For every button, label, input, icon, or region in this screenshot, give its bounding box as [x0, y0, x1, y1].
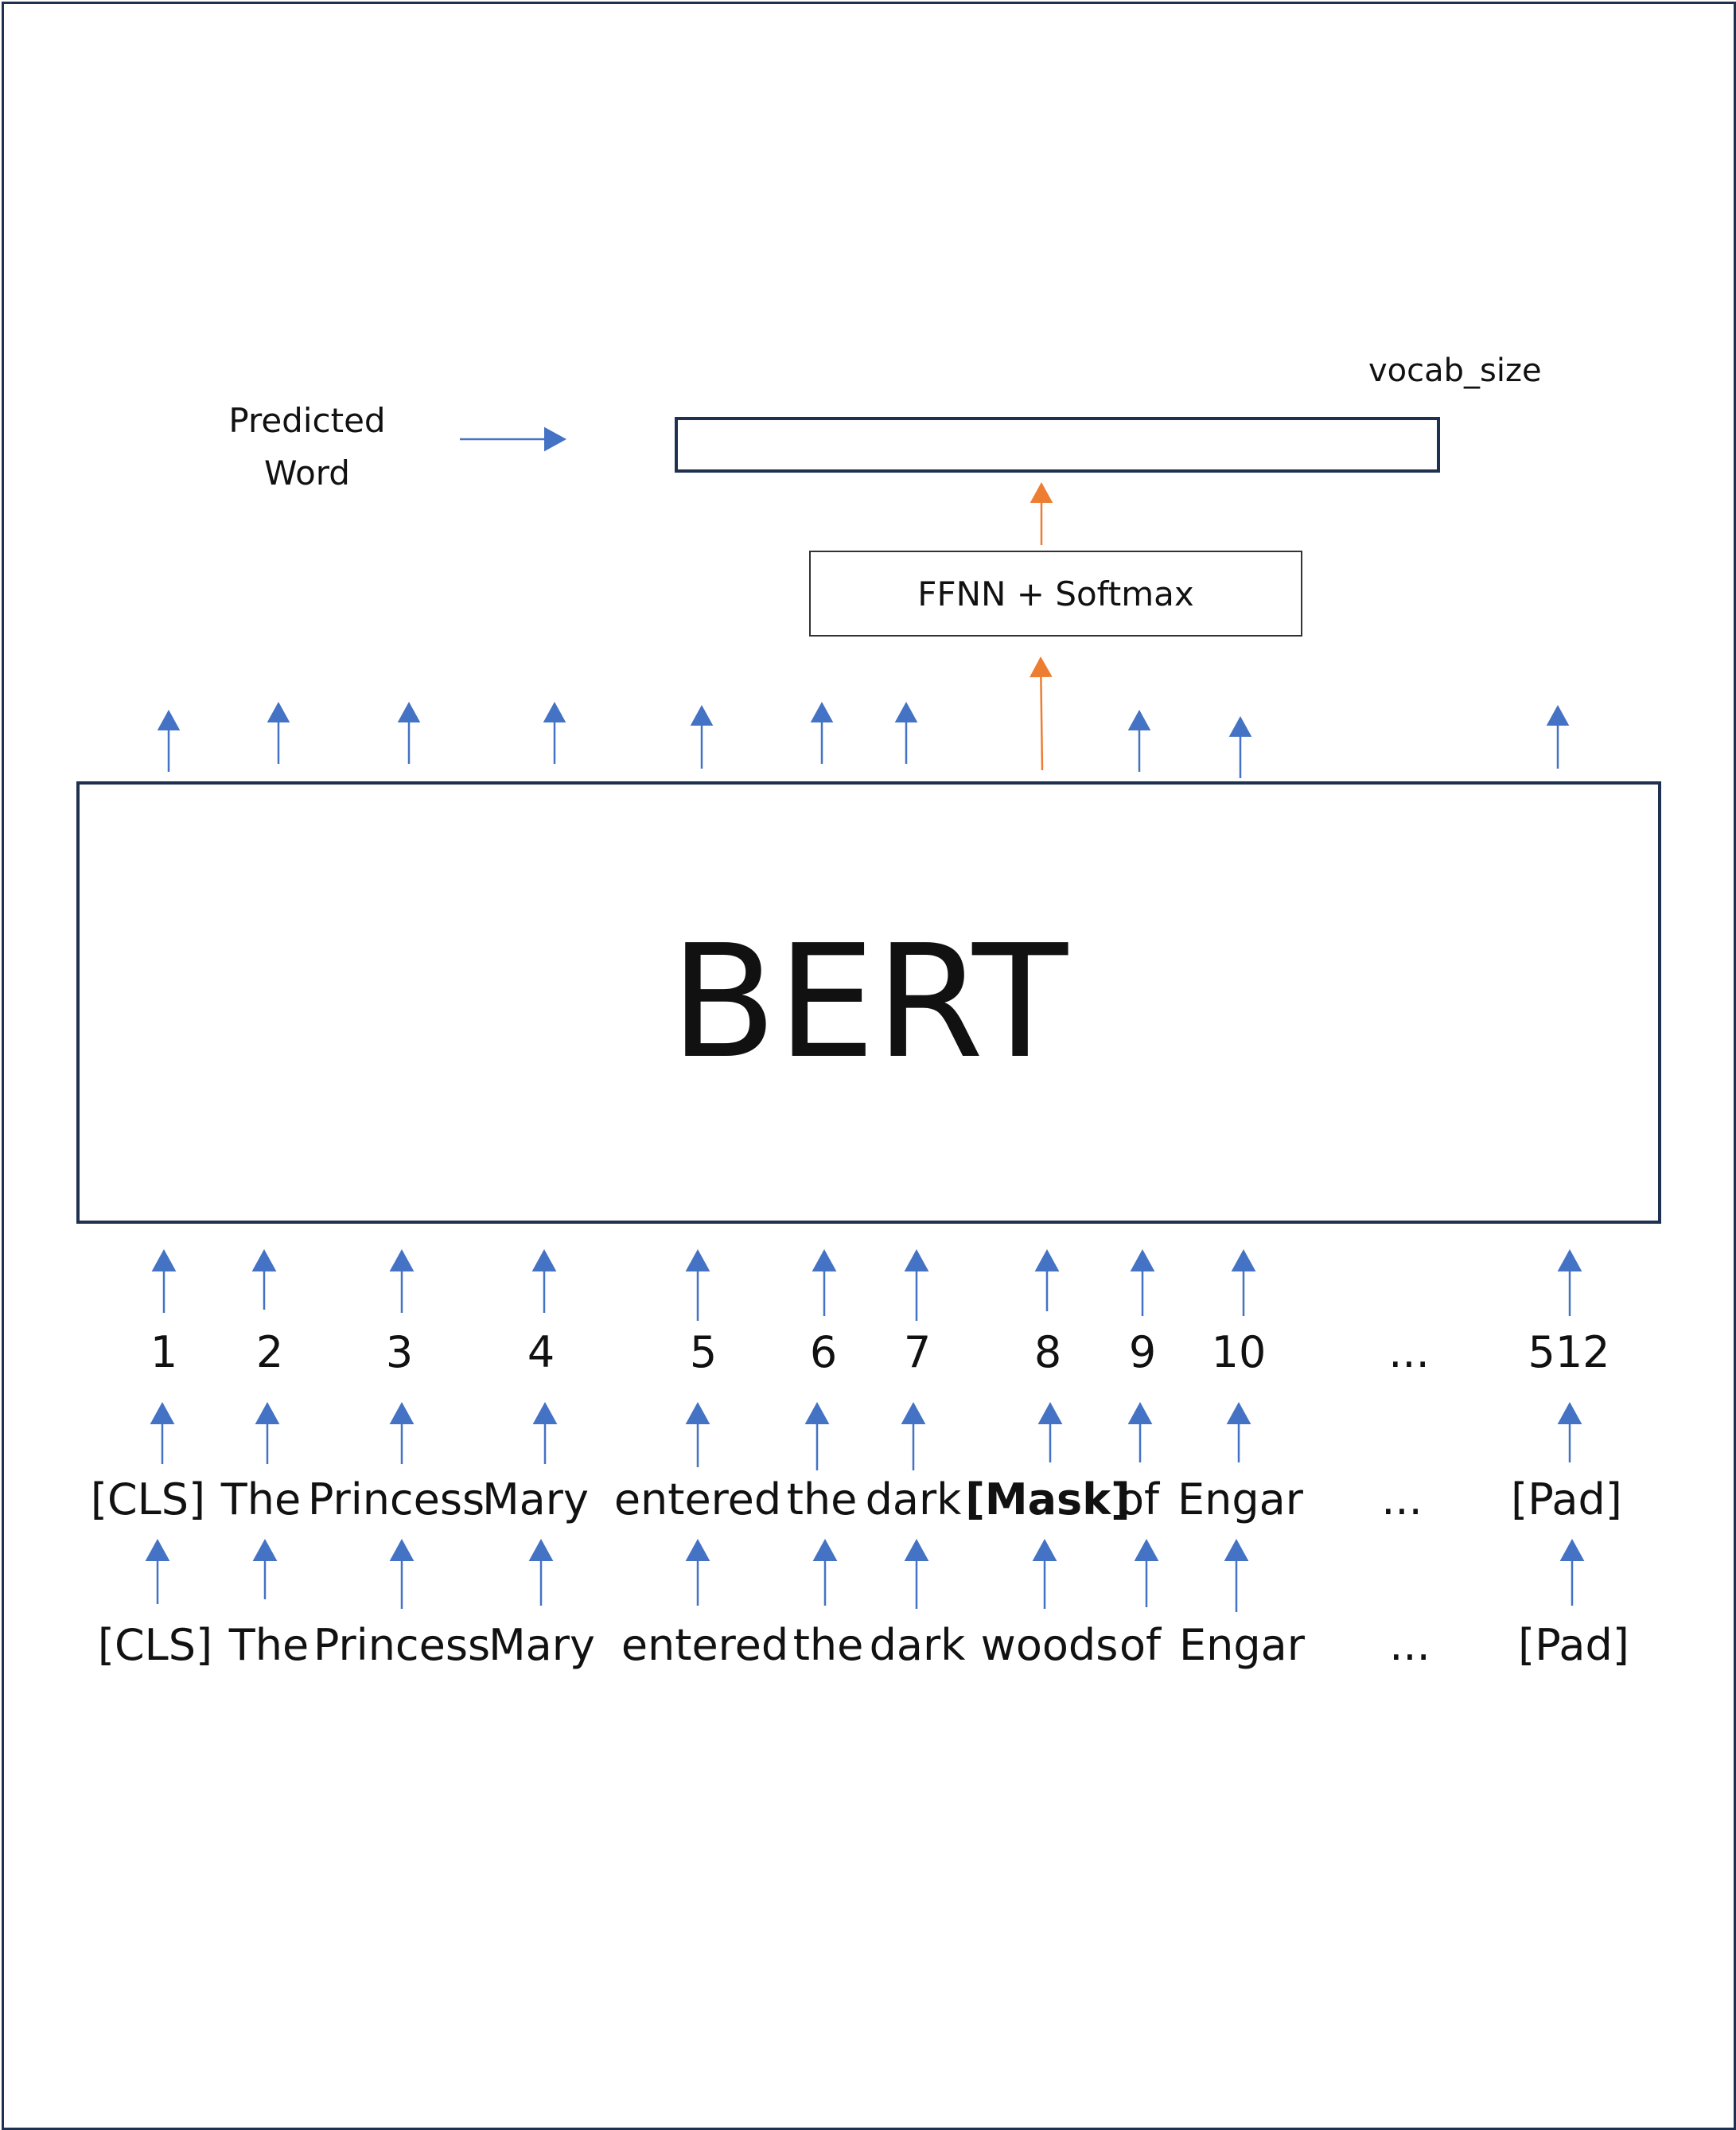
position-index-12: 512 — [1528, 1327, 1610, 1377]
position-index-2: 2 — [255, 1327, 284, 1377]
original-to-masked-arrow-8 — [1032, 1539, 1057, 1609]
original-to-masked-arrow-1 — [145, 1539, 170, 1604]
original-token-2: The — [228, 1620, 309, 1670]
index-to-bert-arrow-5 — [685, 1249, 710, 1321]
token-to-index-arrow-9 — [1127, 1402, 1153, 1462]
original-to-masked-arrow-9 — [1134, 1539, 1159, 1607]
ffnn-softmax-label: FFNN + Softmax — [917, 574, 1194, 613]
original-to-masked-arrow-2 — [252, 1539, 278, 1599]
original-to-masked-arrow-6 — [812, 1539, 838, 1606]
token-to-index-arrow-4 — [532, 1402, 558, 1464]
masked-token-3: Princess — [307, 1474, 485, 1524]
predicted-word-label: Predicted Word — [228, 401, 386, 493]
original-token-11: ... — [1389, 1620, 1430, 1670]
index-to-bert-arrow-2 — [251, 1249, 277, 1310]
index-to-bert-arrow-8 — [1034, 1249, 1060, 1311]
position-index-7: 7 — [903, 1327, 932, 1377]
original-token-10: Engar — [1179, 1620, 1305, 1670]
original-to-masked-arrow-7 — [904, 1539, 929, 1609]
masked-token-11: ... — [1381, 1474, 1423, 1524]
position-index-5: 5 — [689, 1327, 718, 1377]
bert-output-arrow-3 — [397, 702, 421, 764]
ffnn-softmax-box: FFNN + Softmax — [809, 551, 1302, 637]
original-token-8: woods — [980, 1620, 1119, 1670]
position-index-11: ... — [1388, 1327, 1430, 1377]
token-to-index-arrow-5 — [685, 1402, 710, 1467]
position-index-1: 1 — [150, 1327, 178, 1377]
token-to-index-arrow-3 — [389, 1402, 415, 1464]
original-token-1: [CLS] — [97, 1620, 213, 1670]
original-token-3: Princess — [313, 1620, 491, 1670]
masked-token-2: The — [220, 1474, 302, 1524]
masked-token-12: [Pad] — [1511, 1474, 1622, 1524]
index-to-bert-arrow-1 — [151, 1249, 177, 1313]
original-token-12: [Pad] — [1518, 1620, 1629, 1670]
position-index-9: 9 — [1128, 1327, 1157, 1377]
masked-token-8: [Mask] — [965, 1474, 1131, 1524]
masked-output-arrow — [1030, 656, 1053, 771]
bert-output-arrow-2 — [267, 702, 290, 764]
vocab-output-vector — [675, 417, 1440, 473]
original-token-4: Mary — [488, 1620, 595, 1670]
original-token-5: entered — [621, 1620, 789, 1670]
vocab-size-label: vocab_size — [1368, 352, 1542, 389]
original-to-masked-arrow-5 — [685, 1539, 710, 1606]
masked-token-10: Engar — [1177, 1474, 1303, 1524]
bert-output-arrow-5 — [690, 705, 714, 769]
token-to-index-arrow-1 — [150, 1402, 175, 1464]
token-to-index-arrow-11 — [1557, 1402, 1582, 1462]
masked-token-7: dark — [865, 1474, 962, 1524]
masked-token-1: [CLS] — [90, 1474, 206, 1524]
index-to-bert-arrow-7 — [904, 1249, 929, 1321]
masked-token-6: the — [786, 1474, 858, 1524]
index-to-bert-arrow-4 — [531, 1249, 557, 1313]
index-to-bert-arrow-11 — [1557, 1249, 1582, 1316]
index-to-bert-arrow-10 — [1231, 1249, 1256, 1316]
position-index-3: 3 — [385, 1327, 414, 1377]
bert-output-arrow-10 — [1228, 716, 1252, 778]
original-token-7: dark — [869, 1620, 966, 1670]
masked-token-4: Mary — [482, 1474, 589, 1524]
index-to-bert-arrow-9 — [1130, 1249, 1155, 1316]
original-to-masked-arrow-11 — [1559, 1539, 1585, 1606]
ffnn-to-vocab-arrow — [1030, 482, 1053, 545]
position-index-8: 8 — [1033, 1327, 1062, 1377]
bert-output-arrow-4 — [543, 702, 566, 764]
masked-token-9: of — [1117, 1474, 1160, 1524]
index-to-bert-arrow-6 — [812, 1249, 837, 1316]
token-to-index-arrow-2 — [255, 1402, 280, 1464]
original-to-masked-arrow-10 — [1224, 1539, 1249, 1612]
original-to-masked-arrow-4 — [528, 1539, 554, 1606]
position-index-6: 6 — [809, 1327, 838, 1377]
bert-model-box: BERT — [76, 781, 1661, 1224]
token-to-index-arrow-7 — [901, 1402, 926, 1470]
masked-token-5: entered — [613, 1474, 782, 1524]
bert-output-arrow-6 — [810, 702, 834, 764]
token-to-index-arrow-8 — [1037, 1402, 1063, 1462]
bert-output-arrow-11 — [1546, 705, 1570, 769]
index-to-bert-arrow-3 — [389, 1249, 415, 1313]
original-token-9: of — [1119, 1620, 1162, 1670]
bert-output-arrow-9 — [1127, 710, 1151, 772]
bert-label: BERT — [670, 912, 1068, 1093]
bert-output-arrow-7 — [894, 702, 918, 764]
original-token-6: the — [792, 1620, 864, 1670]
position-index-4: 4 — [527, 1327, 555, 1377]
token-to-index-arrow-6 — [804, 1402, 830, 1470]
original-to-masked-arrow-3 — [389, 1539, 415, 1609]
predicted-word-arrow — [460, 426, 566, 452]
bert-output-arrow-1 — [157, 710, 181, 772]
position-index-10: 10 — [1211, 1327, 1267, 1377]
token-to-index-arrow-10 — [1226, 1402, 1251, 1462]
